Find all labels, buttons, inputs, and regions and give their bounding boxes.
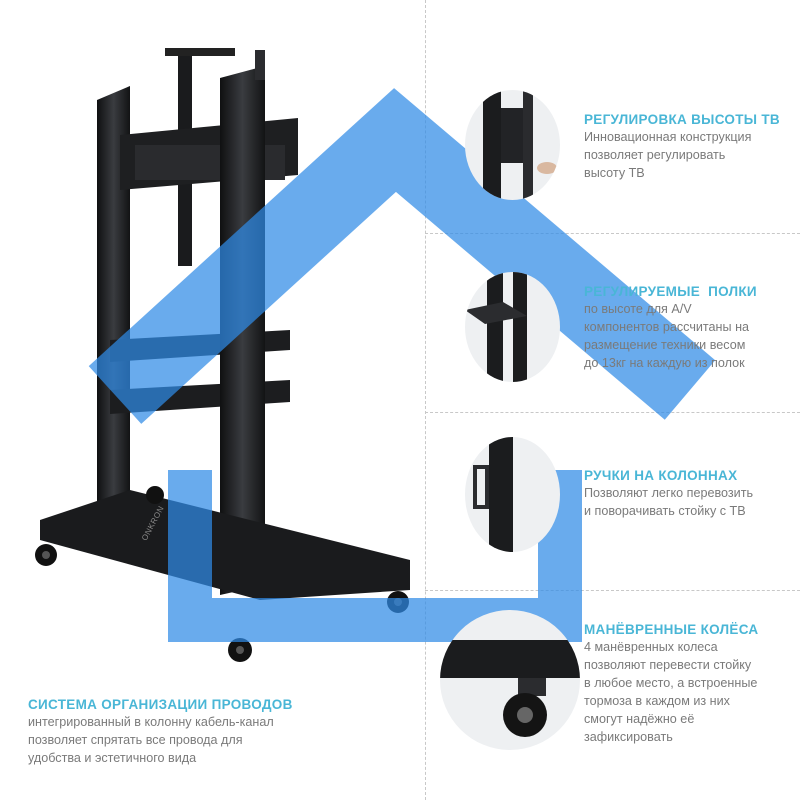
feature-line: в любое место, а встроенные: [584, 676, 758, 690]
divider-2: [425, 412, 800, 413]
feature-title: РЕГУЛИРУЕМЫЕ ПОЛКИ: [584, 284, 757, 299]
feature-line: позволяет спрятать все провода для: [28, 733, 243, 747]
feature-line: Позволяют легко перевозить: [584, 486, 754, 500]
feature-line: удобства и эстетичного вида: [28, 751, 197, 765]
feature-line: смогут надёжно её: [584, 712, 695, 726]
feature-line: размещение техники весом: [584, 338, 746, 352]
feature-line: высоту ТВ: [584, 166, 645, 180]
height-adjust-thumb: [465, 90, 560, 200]
wheel-thumb: [440, 610, 580, 750]
feature-handles: РУЧКИ НА КОЛОННАХ Позволяют легко перево…: [584, 467, 753, 520]
feature-line: компонентов рассчитаны на: [584, 320, 750, 334]
feature-line: зафиксировать: [584, 730, 673, 744]
feature-height: РЕГУЛИРОВКА ВЫСОТЫ ТВ Инновационная конс…: [584, 111, 780, 182]
tv-stand-product-image: [0, 0, 440, 700]
feature-line: тормоза в каждом из них: [584, 694, 730, 708]
handle-thumb: [465, 437, 560, 552]
feature-line: 4 манёвренных колеса: [584, 640, 718, 654]
feature-line: интегрированный в колонну кабель-канал: [28, 715, 274, 729]
shelf-thumb: [465, 272, 560, 382]
feature-line: до 13кг на каждую из полок: [584, 356, 745, 370]
divider-1: [425, 233, 800, 234]
feature-title: МАНЁВРЕННЫЕ КОЛЁСА: [584, 622, 759, 637]
feature-title: РУЧКИ НА КОЛОННАХ: [584, 468, 738, 483]
divider-3: [425, 590, 800, 591]
feature-title: РЕГУЛИРОВКА ВЫСОТЫ ТВ: [584, 112, 780, 127]
feature-line: позволяет регулировать: [584, 148, 726, 162]
feature-cable-management: СИСТЕМА ОРГАНИЗАЦИИ ПРОВОДОВ интегрирова…: [28, 696, 293, 767]
feature-wheels: МАНЁВРЕННЫЕ КОЛЁСА 4 манёвренных колеса …: [584, 621, 758, 746]
feature-line: по высоте для A/V: [584, 302, 692, 316]
feature-line: и поворачивать стойку с ТВ: [584, 504, 746, 518]
feature-line: Инновационная конструкция: [584, 130, 752, 144]
feature-shelves: РЕГУЛИРУЕМЫЕ ПОЛКИ по высоте для A/V ком…: [584, 283, 757, 372]
feature-title: СИСТЕМА ОРГАНИЗАЦИИ ПРОВОДОВ: [28, 697, 293, 712]
feature-line: позволяют перевести стойку: [584, 658, 752, 672]
